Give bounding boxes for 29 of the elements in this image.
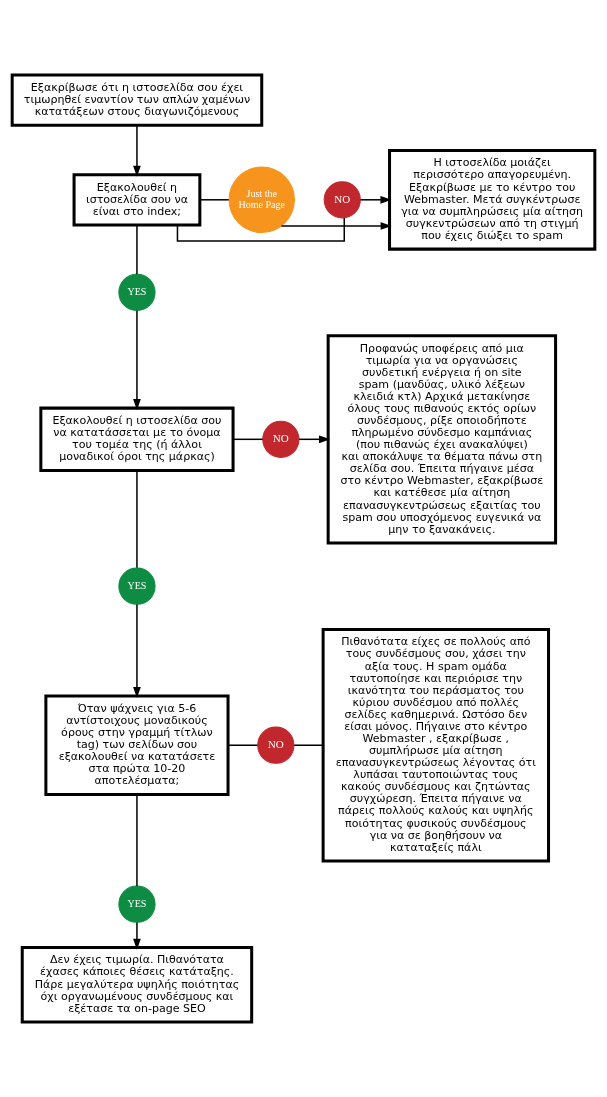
connector — [136, 793, 138, 887]
node-box: Όταν ψάχνεις για 5-6 αντίστοιχους μοναδικούς όρους στην γραμμή τίτλων tag) των σελίδων σου εξακολουθεί να κατατάσετε στα πρώτα 10-20 αποτελέσματα; — [44, 694, 230, 797]
node-circle: YES — [118, 885, 156, 923]
arrow — [133, 309, 141, 411]
node-circle: YES — [118, 567, 156, 605]
node-circle: YES — [118, 273, 156, 311]
node-box: Εξακολουθεί η ιστοσελίδα σου να κατατάσσεται με το όνομα του τομέα της (ή άλλοι μοναδικοί όροι της μάρκας) — [39, 406, 235, 472]
arrow — [133, 124, 141, 177]
node-box: Εξακρίβωσε ότι η ιστοσελίδα σου έχει τιμωρηθεί εναντίον των απλών χαμένων κατατάξεων στους διαγωνιζόμενους — [10, 73, 264, 127]
arrow — [298, 435, 331, 444]
node-circle: Just the Home Page — [228, 166, 295, 233]
node-circle: NO — [257, 726, 295, 764]
node-circle: NO — [262, 420, 300, 458]
connector — [136, 470, 138, 569]
arrow — [133, 603, 141, 698]
connector — [227, 744, 259, 746]
arrow — [280, 222, 392, 230]
node-box: Η ιστοσελίδα μοιάζει περισσότερο απαγορευμένη. Εξακρίβωσε με το κέντρο του Webmaster. Μετά συγκέντρωσε για να συμπληρώσεις μία αίτηση συγκεντρώσεων από τη στιγμή που έχεις διώξει το spam — [388, 149, 597, 251]
arrow — [359, 195, 392, 204]
node-box: Εξακολουθεί η ιστοσελίδα σου να είναι στο index; — [72, 173, 202, 227]
node-box: Πιθανότατα είχες σε πολλούς από τους συνδέσμους σου, χάσει την αξία τους. Η spam ομάδα ταυτοποίησε και περιόρισε την ικανότητα του περάσματος του κύριου συνδέσμου από πολλές σελίδες καθημερινά. Ωστόσο δεν είσαι μόνος. Πήγαινε στο κέντρο Webmaster , εξακρίβωσε , συμπλήρωσε μία αίτηση επανασυγκεντρώσεως λέγοντας ότι λυπάσαι ταυτοποιώντας τους κακούς συνδέσμους και ζητώντας συγχώρεση. Έπειτα πήγαινε να πάρεις πολλούς καλούς και υψηλής ποιότητας φυσικούς συνδέσμους για να σε βοηθήσουν να καταταξείς πάλι — [321, 628, 551, 863]
connector — [293, 744, 324, 746]
node-box: Δεν έχεις τιμωρία. Πιθανότατα έχασες κάποιες θέσεις κατάταξης. Πάρε μεγαλύτερα υψηλής ποιότητας όχι οργανωμένους συνδέσμους και εξέτασε τα on-page SEO — [20, 946, 254, 1024]
connector — [136, 224, 138, 275]
connector — [232, 438, 264, 441]
arrow — [133, 921, 141, 950]
node-circle: NO — [323, 181, 361, 219]
connector — [199, 199, 230, 201]
node-box: Προφανώς υποφέρεις από μια τιμωρία για να οργανώσεις συνδετική ενέργεια ή on site spam (μανδύας, υλικό λέξεων κλειδιά κτλ) Αρχικά μετακίνησε όλους τους πιθανούς εκτός ορίων συνδέσμους, ρίξε οποιοδήποτε πληρωμένο σύνδεσμο καμπάνιας (που πιθανώς έχει ανακαλύψει) και αποκάλυψε τα θέματα πάνω στη σελίδα σου. Έπειτα πήγαινε μέσα στο κέντρο Webmaster, εξακρίβωσε και κατέθεσε μία αίτηση επανασυγκεντρώσεως εξαιτίας του spam σου υποσχόμενος ευγενικά να μην το ξανακάνεις. — [326, 334, 558, 545]
